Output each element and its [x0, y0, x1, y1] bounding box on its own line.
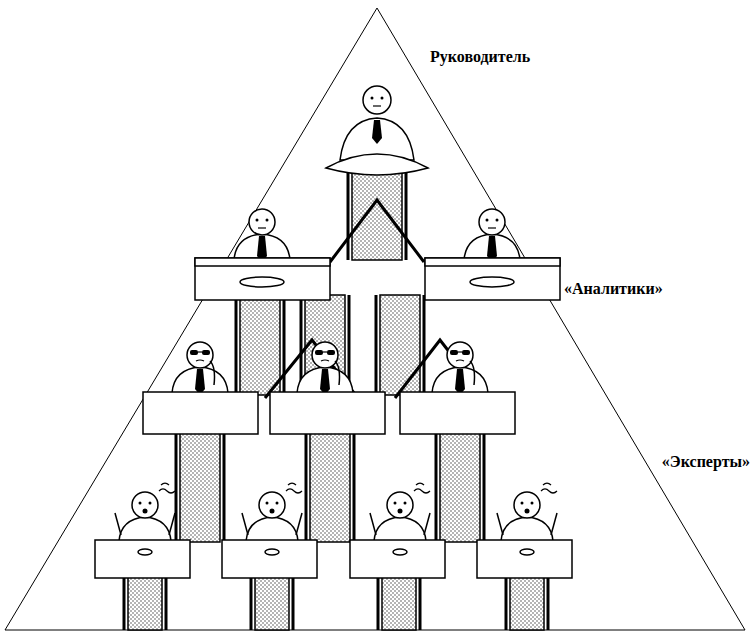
leader-label: Руководитель [428, 48, 532, 66]
experts-label: «Эксперты» [660, 453, 752, 471]
analysts-label: «Аналитики» [562, 280, 665, 298]
